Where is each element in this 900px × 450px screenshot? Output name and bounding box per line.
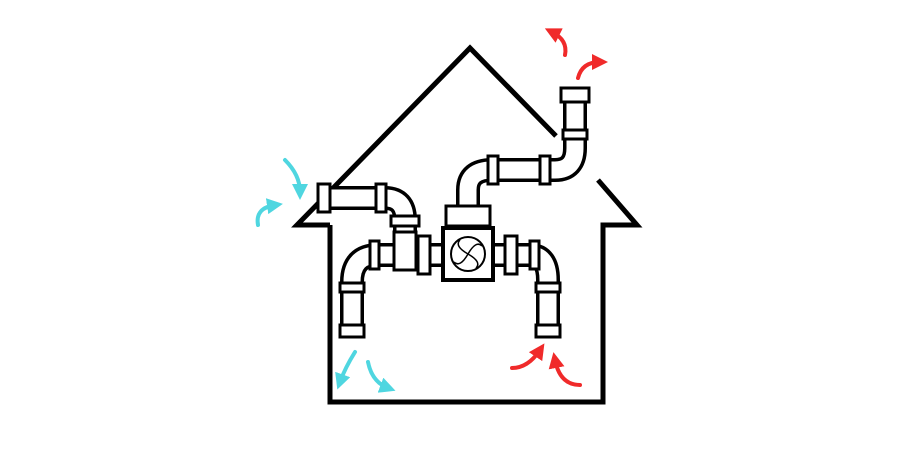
fan-icon bbox=[441, 226, 495, 282]
intake-arrow-icon bbox=[255, 158, 396, 393]
exhaust-arrow-icon bbox=[510, 28, 608, 387]
house-outline-icon bbox=[291, 44, 643, 405]
pipe-network-icon bbox=[316, 86, 591, 339]
